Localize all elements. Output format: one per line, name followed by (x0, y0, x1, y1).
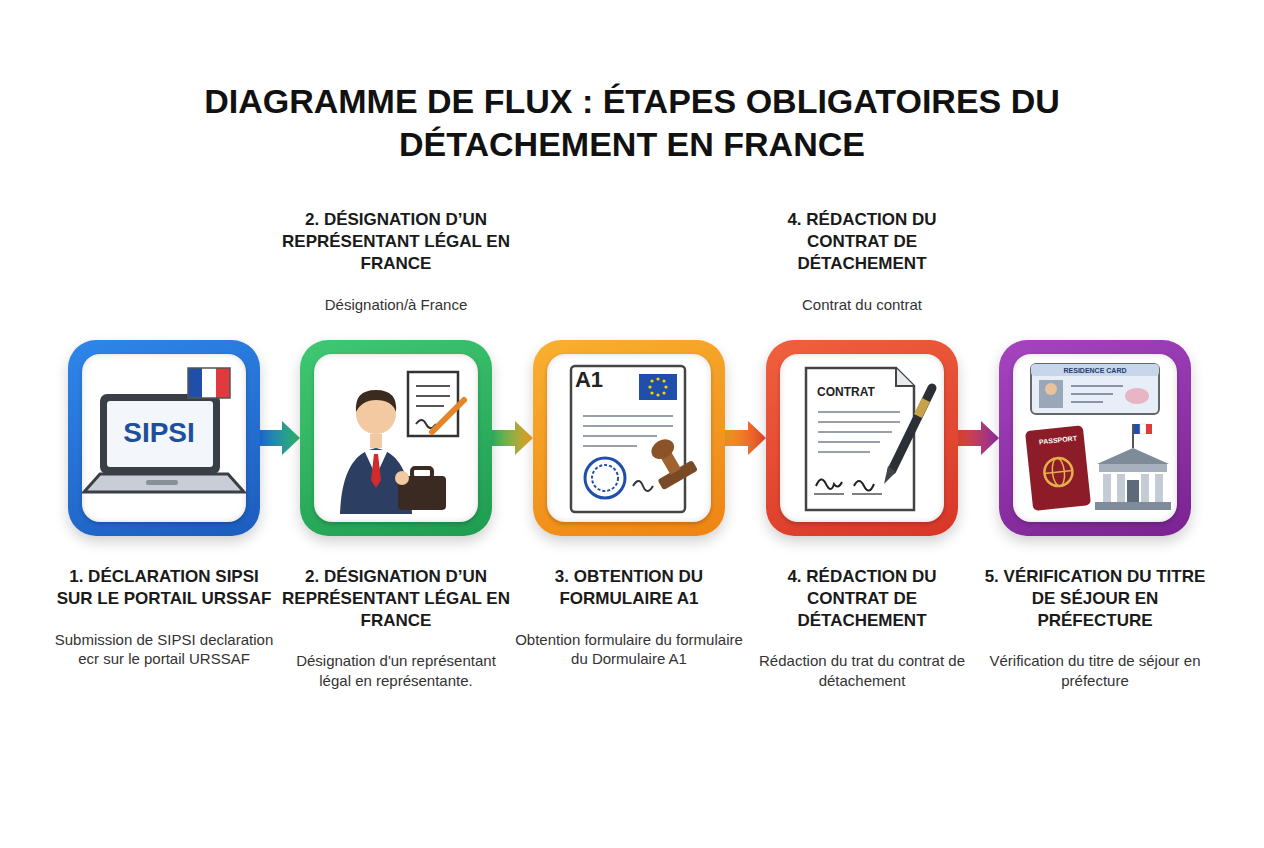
icon-panel (314, 354, 478, 522)
step-box: 1. DÉCLARATION SIPSI SUR LE PORTAIL URSS… (68, 340, 260, 536)
step-heading: 3. OBTENTION DU FORMULAIRE A1 (514, 566, 744, 610)
below-caption: 3. OBTENTION DU FORMULAIRE A1 Obtention f… (514, 566, 744, 669)
step-description: Obtention formulaire du formulaire du Do… (514, 630, 744, 669)
residence-icon (1013, 354, 1177, 522)
above-caption: 2. DÉSIGNATION D’UN REPRÉSENTANT LÉGAL E… (281, 209, 511, 314)
below-caption: 5. VÉRIFICATION DU TITRE DE SÉJOUR EN PR… (980, 566, 1210, 690)
step-heading: 4. RÉDACTION DU CONTRAT DE DÉTACHEMENT (747, 566, 977, 631)
below-caption: 2. DÉSIGNATION D’UN REPRÉSENTANT LÉGAL E… (281, 566, 511, 690)
contract-label: CONTRAT (817, 386, 875, 398)
step-description: Désignation d'un représentant légal en r… (281, 651, 511, 690)
form-label: A1 (575, 369, 603, 391)
contract-icon (780, 354, 944, 522)
card-label: RESIDENCE CARD (1063, 367, 1126, 374)
step-box: 3. OBTENTION DU FORMULAIRE A1Obtention f… (533, 340, 725, 536)
flow-arrow (260, 421, 300, 455)
flow-arrow (725, 421, 766, 455)
icon-panel (1013, 354, 1177, 522)
step-description: Désignation/à France (281, 295, 511, 315)
step-heading: 5. VÉRIFICATION DU TITRE DE SÉJOUR EN PR… (980, 566, 1210, 631)
representative-icon (314, 354, 478, 522)
step-description: Submission de SIPSI declaration ecr sur … (49, 630, 279, 669)
step-box: 4. RÉDACTION DU CONTRAT DE DÉTACHEMENTCo… (766, 340, 958, 536)
step-box: 5. VÉRIFICATION DU TITRE DE SÉJOUR EN PR… (999, 340, 1191, 536)
flow-arrow (958, 421, 999, 455)
below-caption: 4. RÉDACTION DU CONTRAT DE DÉTACHEMENT Ré… (747, 566, 977, 690)
step-heading: 2. DÉSIGNATION D’UN REPRÉSENTANT LÉGAL E… (281, 566, 511, 631)
diagram-title: DIAGRAMME DE FLUX : ÉTAPES OBLIGATOIRES … (182, 80, 1082, 165)
step-heading: 2. DÉSIGNATION D’UN REPRÉSENTANT LÉGAL E… (281, 209, 511, 274)
flow-arrow (492, 421, 533, 455)
step-heading: 4. RÉDACTION DU CONTRAT DE DÉTACHEMENT (747, 209, 977, 274)
step-heading: 1. DÉCLARATION SIPSI SUR LE PORTAIL URSS… (49, 566, 279, 610)
step-description: Vérification du titre de séjour en préfe… (980, 651, 1210, 690)
step-description: Contrat du contrat (747, 295, 977, 315)
a1-form-icon (547, 354, 711, 522)
above-caption: 4. RÉDACTION DU CONTRAT DE DÉTACHEMENT Co… (747, 209, 977, 314)
step-description: Rédaction du trat du contrat de détachem… (747, 651, 977, 690)
screen-label: SIPSI (123, 419, 195, 447)
icon-panel (780, 354, 944, 522)
icon-panel (547, 354, 711, 522)
below-caption: 1. DÉCLARATION SIPSI SUR LE PORTAIL URSS… (49, 566, 279, 669)
step-box: 2. DÉSIGNATION D’UN REPRÉSENTANT LÉGAL E… (300, 340, 492, 536)
